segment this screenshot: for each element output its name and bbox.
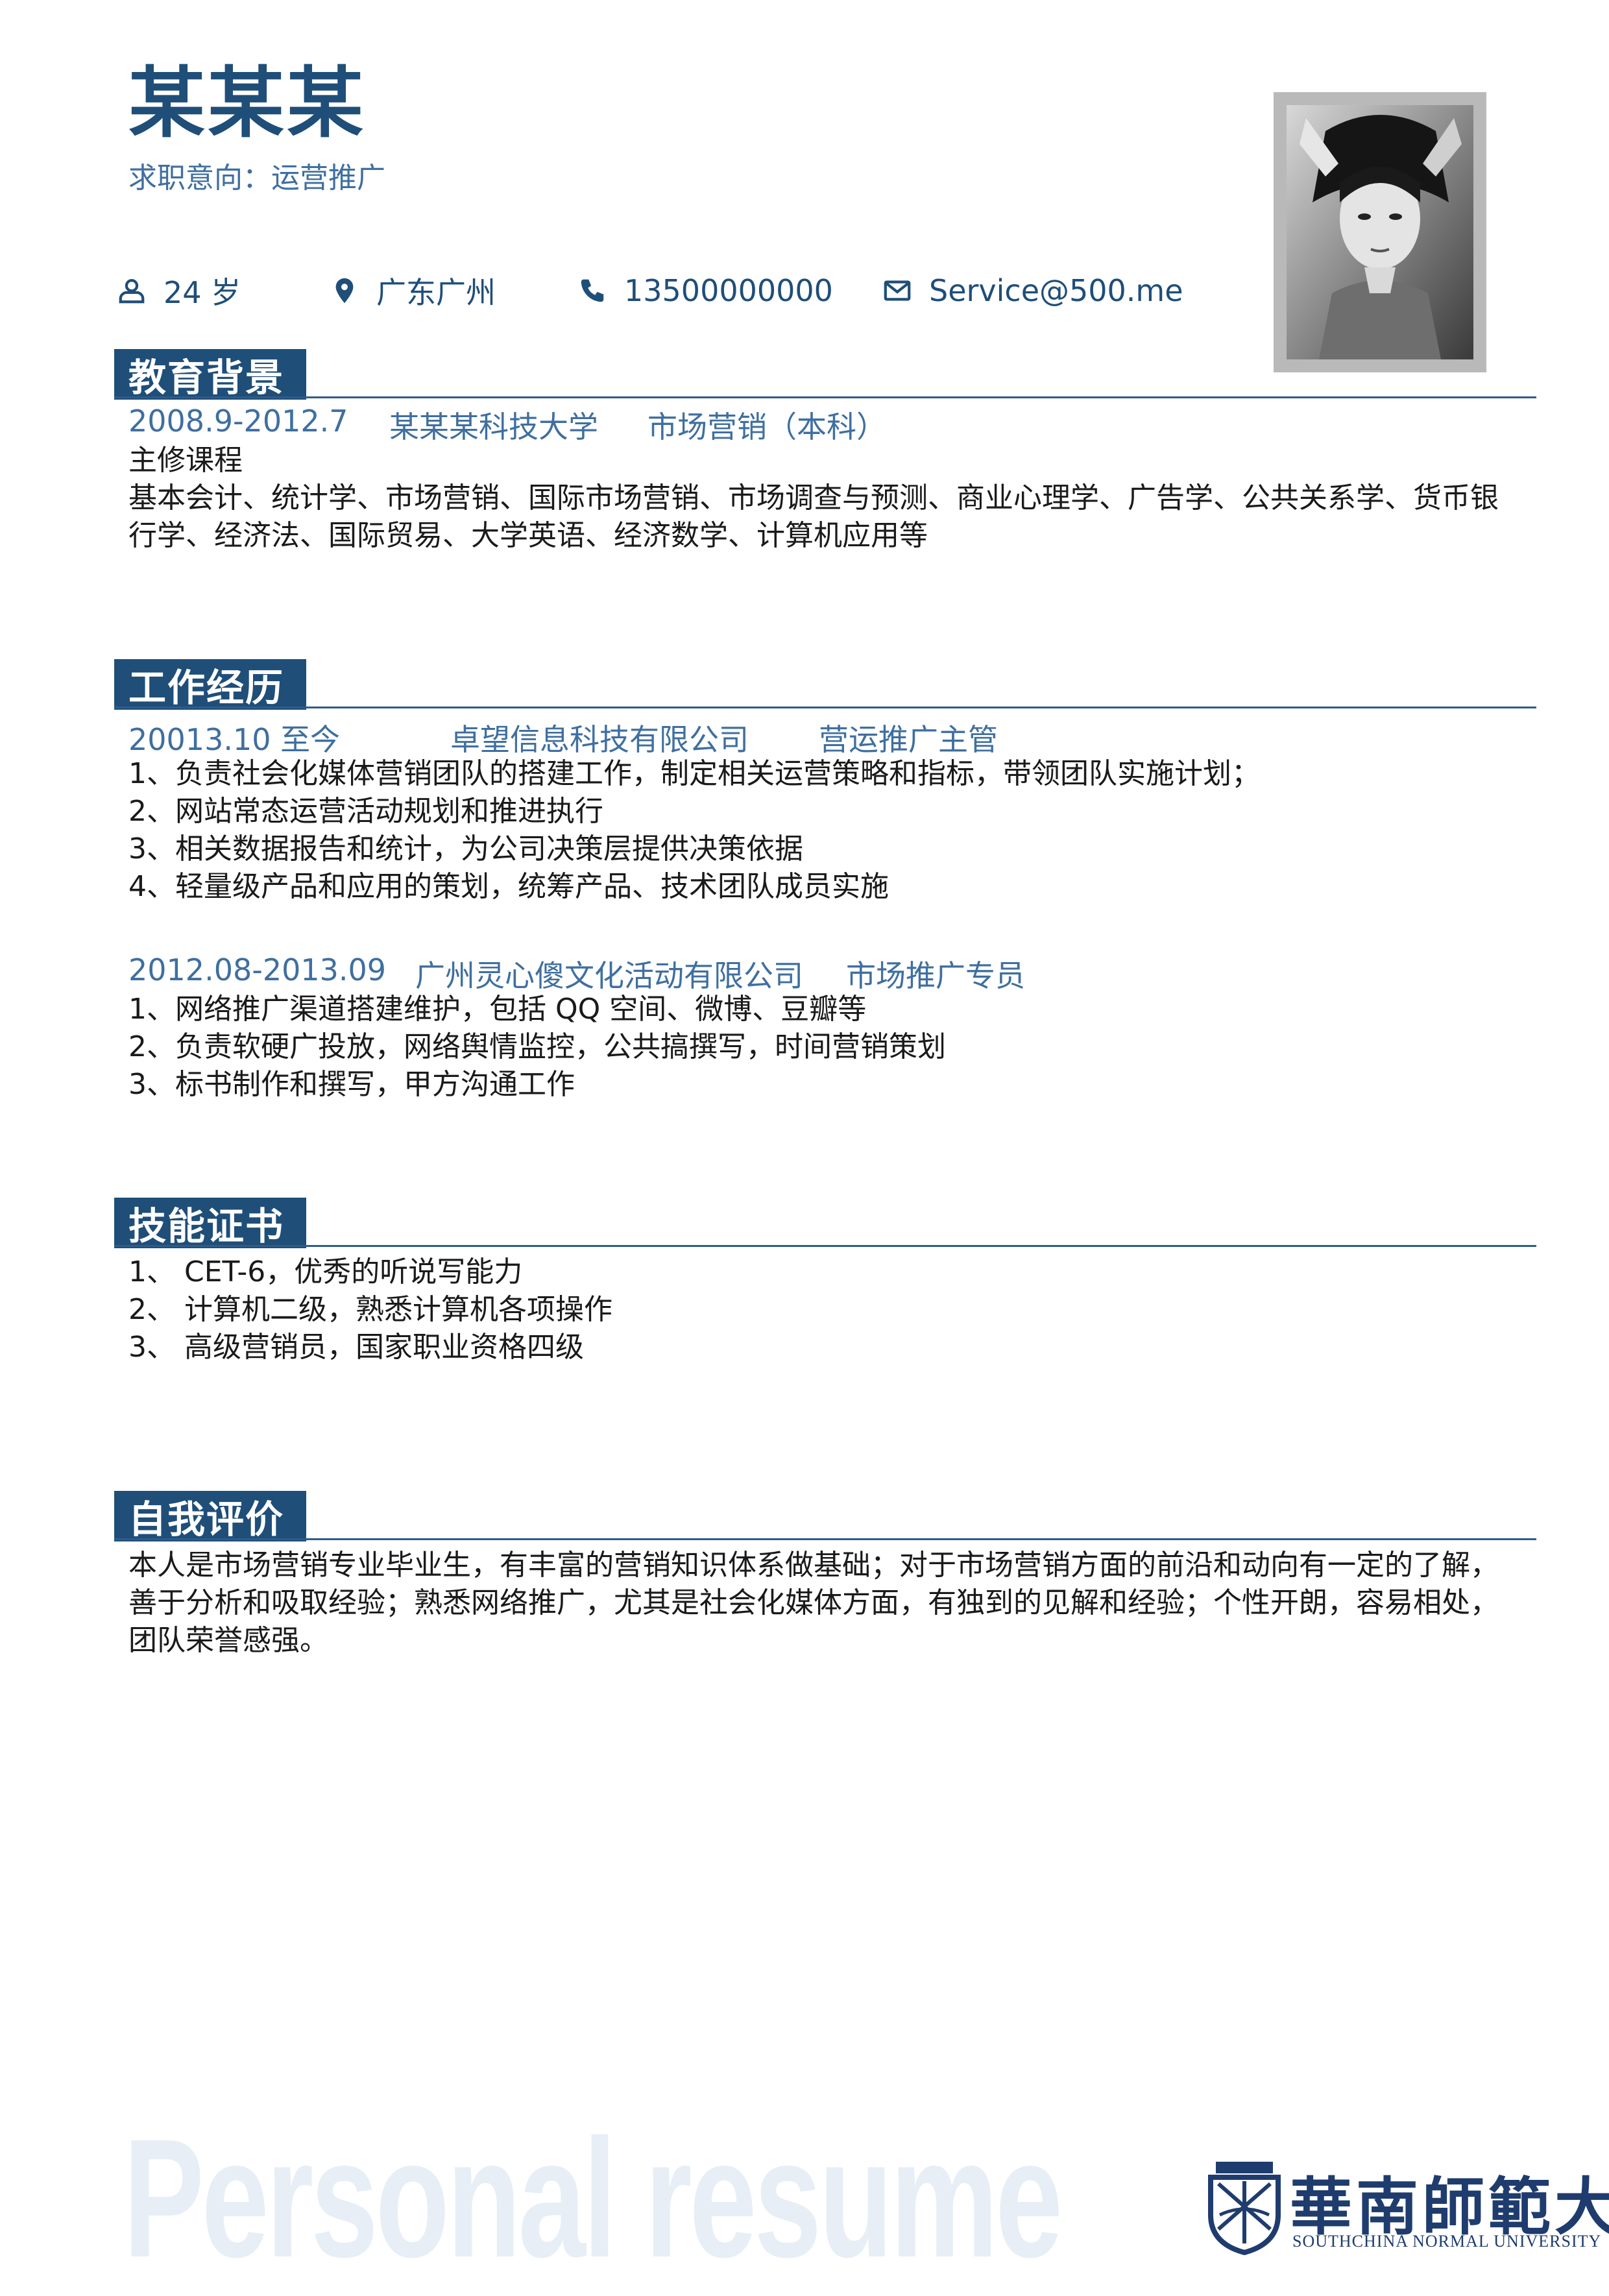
user-icon	[119, 279, 145, 304]
age-text: 24 岁	[163, 275, 241, 310]
courses-label: 主修课程	[128, 444, 243, 477]
job-period: 2012.08-2013.09	[128, 952, 387, 987]
contact-age: 24 岁	[117, 271, 241, 310]
profile-photo	[1287, 105, 1473, 359]
job-company: 卓望信息科技有限公司	[450, 722, 749, 757]
email-text: Service@500.me	[929, 273, 1183, 308]
job-intent: 求职意向：运营推广	[128, 162, 385, 195]
university-name-en: SOUTHCHINA NORMAL UNIVERSITY	[1292, 2232, 1602, 2251]
mail-icon	[884, 280, 911, 301]
candidate-name: 某某某	[128, 58, 367, 148]
courses-list: 基本会计、统计学、市场营销、国际市场营销、市场调查与预测、商业心理学、广告学、公…	[128, 481, 1499, 552]
phone-icon	[581, 279, 604, 302]
list-item: 3、标书制作和撰写，甲方沟通工作	[128, 1068, 575, 1101]
education-school: 某某某科技大学	[389, 409, 598, 444]
job-role: 市场推广专员	[846, 958, 1025, 993]
contact-phone: 13500000000	[577, 271, 833, 310]
list-item: 2、负责软硬广投放，网络舆情监控，公共搞撰写，时间营销策划	[128, 1030, 946, 1063]
education-body: 主修课程 基本会计、统计学、市场营销、国际市场营销、市场调查与预测、商业心理学、…	[128, 442, 1530, 555]
section-divider	[114, 1538, 1536, 1540]
section-divider	[114, 1245, 1536, 1247]
section-title-self-eval: 自我评价	[114, 1491, 306, 1541]
section-divider	[114, 707, 1536, 708]
section-divider	[114, 396, 1536, 398]
job-company: 广州灵心傻文化活动有限公司	[415, 958, 803, 993]
profile-photo-frame	[1274, 92, 1486, 372]
location-text: 广东广州	[376, 275, 496, 310]
section-title-education: 教育背景	[114, 349, 306, 400]
list-item: 2、 计算机二级，熟悉计算机各项操作	[128, 1293, 612, 1326]
university-name-cn: 華南師範大學	[1290, 2170, 1609, 2243]
education-major: 市场营销（本科）	[647, 409, 886, 444]
skills-list: 1、 CET-6，优秀的听说写能力 2、 计算机二级，熟悉计算机各项操作 3、 …	[128, 1253, 1530, 1366]
self-eval-text: 本人是市场营销专业毕业生，有丰富的营销知识体系做基础；对于市场营销方面的前沿和动…	[128, 1549, 1499, 1657]
list-item: 1、 CET-6，优秀的听说写能力	[128, 1255, 523, 1288]
list-item: 1、网络推广渠道搭建维护，包括 QQ 空间、微博、豆瓣等	[128, 993, 867, 1026]
watermark-text: Personal resume	[123, 2105, 1063, 2293]
education-period: 2008.9-2012.7	[128, 404, 348, 439]
section-title-skills: 技能证书	[114, 1198, 306, 1248]
job-duties: 1、负责社会化媒体营销团队的搭建工作，制定相关运营策略和指标，带领团队实施计划；…	[128, 755, 1530, 906]
list-item: 2、网站常态运营活动规划和推进执行	[128, 795, 603, 828]
self-eval-body: 本人是市场营销专业毕业生，有丰富的营销知识体系做基础；对于市场营销方面的前沿和动…	[128, 1547, 1530, 1660]
job-period: 20013.10 至今	[128, 722, 341, 757]
list-item: 1、负责社会化媒体营销团队的搭建工作，制定相关运营策略和指标，带领团队实施计划；	[128, 757, 1260, 790]
university-logo: 華南師範大學 SOUTHCHINA NORMAL UNIVERSITY	[1205, 2153, 1609, 2256]
university-emblem-icon	[1208, 2162, 1281, 2255]
list-item: 3、 高级营销员，国家职业资格四级	[128, 1331, 584, 1364]
contact-location: 广东广州	[330, 271, 496, 310]
list-item: 3、相关数据报告和统计，为公司决策层提供决策依据	[128, 832, 803, 865]
phone-text: 13500000000	[624, 273, 833, 308]
contact-email: Service@500.me	[882, 271, 1183, 310]
section-title-work: 工作经历	[114, 659, 306, 710]
job-role: 营运推广主管	[819, 722, 998, 757]
list-item: 4、轻量级产品和应用的策划，统筹产品、技术团队成员实施	[128, 870, 889, 903]
job-duties: 1、网络推广渠道搭建维护，包括 QQ 空间、微博、豆瓣等 2、负责软硬广投放，网…	[128, 991, 1530, 1104]
location-pin-icon	[335, 278, 354, 304]
